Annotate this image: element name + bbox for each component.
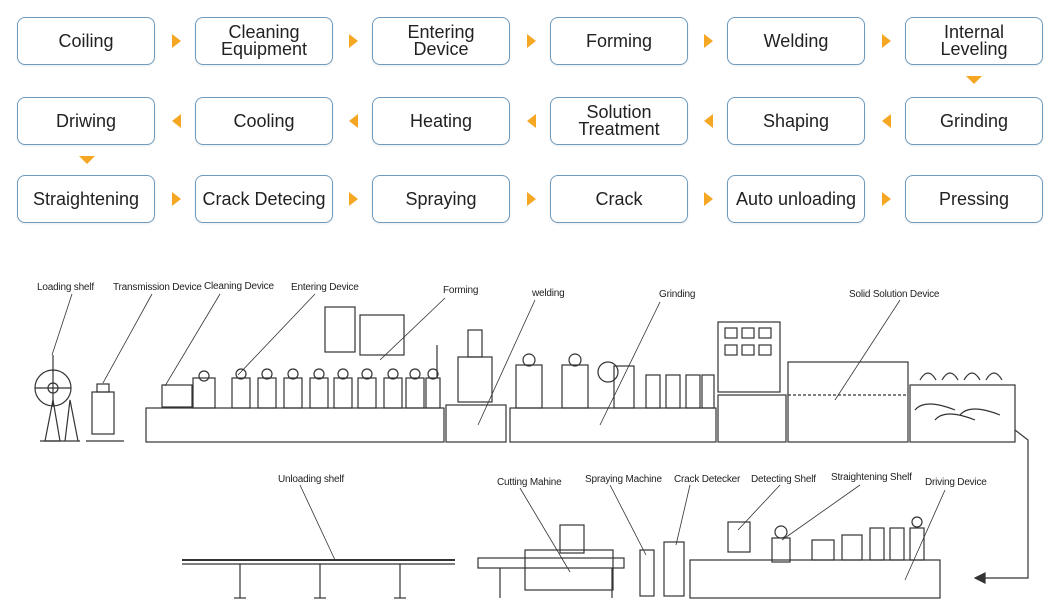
label-spraying-machine: Spraying Machine [585, 474, 662, 485]
arrow-right-icon [172, 192, 181, 206]
arrow-left-icon [704, 114, 713, 128]
step-driwing: Driwing [17, 97, 155, 145]
arrow-right-icon [882, 192, 891, 206]
label-unloading-shelf: Unloading shelf [278, 474, 344, 485]
cutting-machine [477, 557, 625, 569]
label-entering-device: Entering Device [291, 282, 359, 293]
arrow-left-icon [882, 114, 891, 128]
arrow-right-icon [704, 34, 713, 48]
arrow-right-icon [527, 192, 536, 206]
control-cabinet [324, 306, 356, 353]
arrow-down-icon [966, 76, 982, 84]
step-cleaning-equipment: Cleaning Equipment [195, 17, 333, 65]
arrow-right-icon [527, 34, 536, 48]
arrow-left-icon [172, 114, 181, 128]
cooling-coils [914, 372, 1003, 421]
lower-base [689, 559, 941, 599]
arrow-down-icon [79, 156, 95, 164]
transmission-device [91, 391, 115, 435]
upper-base-1 [145, 407, 445, 443]
step-entering-device: Entering Device [372, 17, 510, 65]
cooling-housing [909, 384, 1016, 443]
spraying-machine [639, 549, 655, 597]
control-panel [717, 321, 781, 393]
arrow-right-icon [704, 192, 713, 206]
step-auto-unloading: Auto unloading [727, 175, 865, 223]
step-internal-leveling: Internal Leveling [905, 17, 1043, 65]
step-crack: Crack [550, 175, 688, 223]
leader-lines [51, 293, 946, 581]
arrow-right-icon [349, 34, 358, 48]
label-grinding: Grinding [659, 289, 696, 300]
label-driving-device: Driving Device [925, 477, 987, 488]
upper-base-4 [717, 394, 787, 443]
arrow-right-icon [349, 192, 358, 206]
step-spraying: Spraying [372, 175, 510, 223]
step-heating: Heating [372, 97, 510, 145]
upper-base-3 [509, 407, 717, 443]
arrow-left-icon [527, 114, 536, 128]
step-forming: Forming [550, 17, 688, 65]
label-welding: welding [532, 288, 565, 299]
solid-solution-housing [787, 361, 909, 443]
label-transmission-device: Transmission Device [113, 282, 202, 293]
grinding-stands [515, 353, 715, 409]
label-forming: Forming [443, 285, 479, 296]
arrow-left-icon [349, 114, 358, 128]
step-crack-detecing: Crack Detecing [195, 175, 333, 223]
step-straightening: Straightening [17, 175, 155, 223]
step-welding: Welding [727, 17, 865, 65]
upper-base-2 [445, 404, 507, 443]
label-straightening-shelf: Straightening Shelf [831, 472, 912, 483]
label-detecting-shelf: Detecting Shelf [751, 474, 816, 485]
step-grinding: Grinding [905, 97, 1043, 145]
arrow-right-icon [172, 34, 181, 48]
label-loading-shelf: Loading shelf [37, 282, 94, 293]
step-solution-treatment: Solution Treatment [550, 97, 688, 145]
control-cabinet [359, 314, 405, 356]
step-coiling: Coiling [17, 17, 155, 65]
step-shaping: Shaping [727, 97, 865, 145]
step-pressing: Pressing [905, 175, 1043, 223]
arrow-right-icon [882, 34, 891, 48]
upper-roller-stands [231, 368, 441, 409]
label-crack-detecker: Crack Detecker [674, 474, 741, 485]
crack-detector [663, 541, 685, 597]
label-cleaning-device: Cleaning Device [204, 281, 274, 292]
label-cutting-machine: Cutting Mahine [497, 477, 562, 488]
step-cooling: Cooling [195, 97, 333, 145]
label-solid-solution-device: Solid Solution Device [849, 289, 940, 300]
welding-unit [457, 356, 493, 403]
